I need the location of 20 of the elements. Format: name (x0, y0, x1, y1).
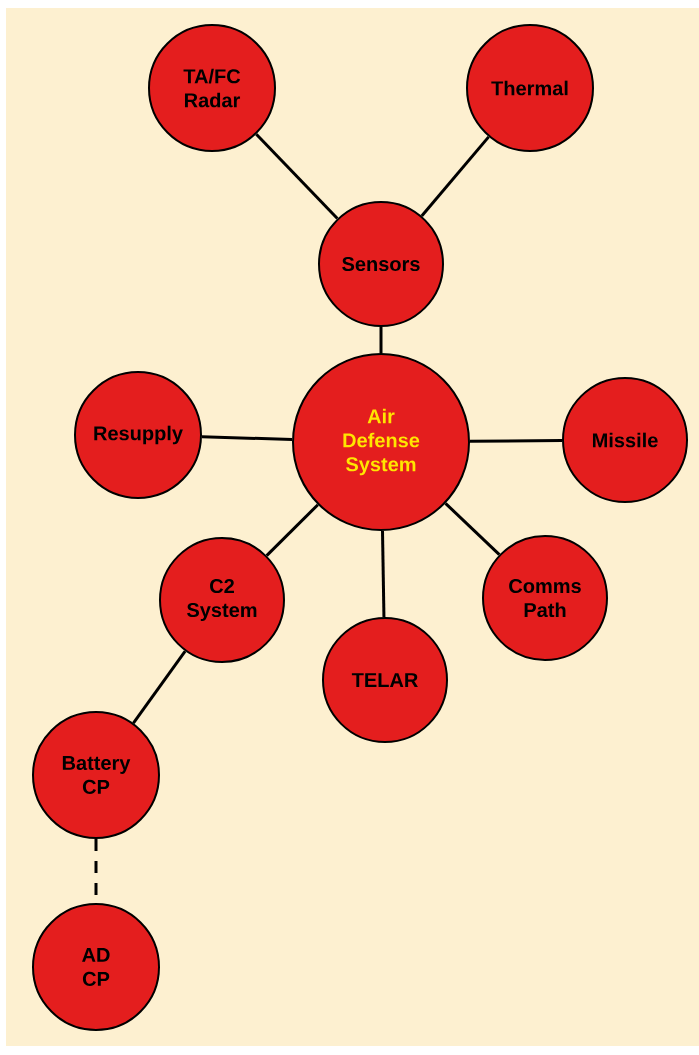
circle-node: Thermal (466, 24, 594, 152)
connector-line (255, 133, 339, 220)
circle-node: TELAR (322, 617, 448, 743)
circle-node: TA/FC Radar (148, 24, 276, 152)
connector-line (379, 327, 383, 353)
circle-node: C2 System (159, 537, 285, 663)
connector-line (470, 439, 563, 443)
connector-line (265, 503, 319, 557)
circle-node: Comms Path (482, 535, 608, 661)
connector-line (444, 502, 501, 556)
connector-line (381, 530, 386, 618)
circle-node: Sensors (318, 201, 444, 327)
connector-line (201, 435, 293, 441)
circle-node: Missile (562, 377, 688, 503)
connector-line (132, 650, 187, 724)
circle-node: Resupply (74, 371, 202, 499)
circle-node: AD CP (32, 903, 160, 1031)
circle-node: Battery CP (32, 711, 160, 839)
connector-line (420, 135, 490, 217)
circle-node: Air Defense System (292, 353, 470, 531)
